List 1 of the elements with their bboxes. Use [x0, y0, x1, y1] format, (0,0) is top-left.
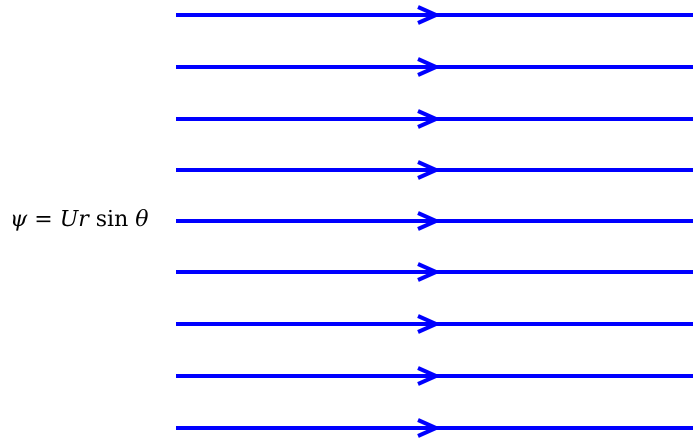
stream-function-formula: ψ = Ur sin θ — [10, 206, 148, 234]
